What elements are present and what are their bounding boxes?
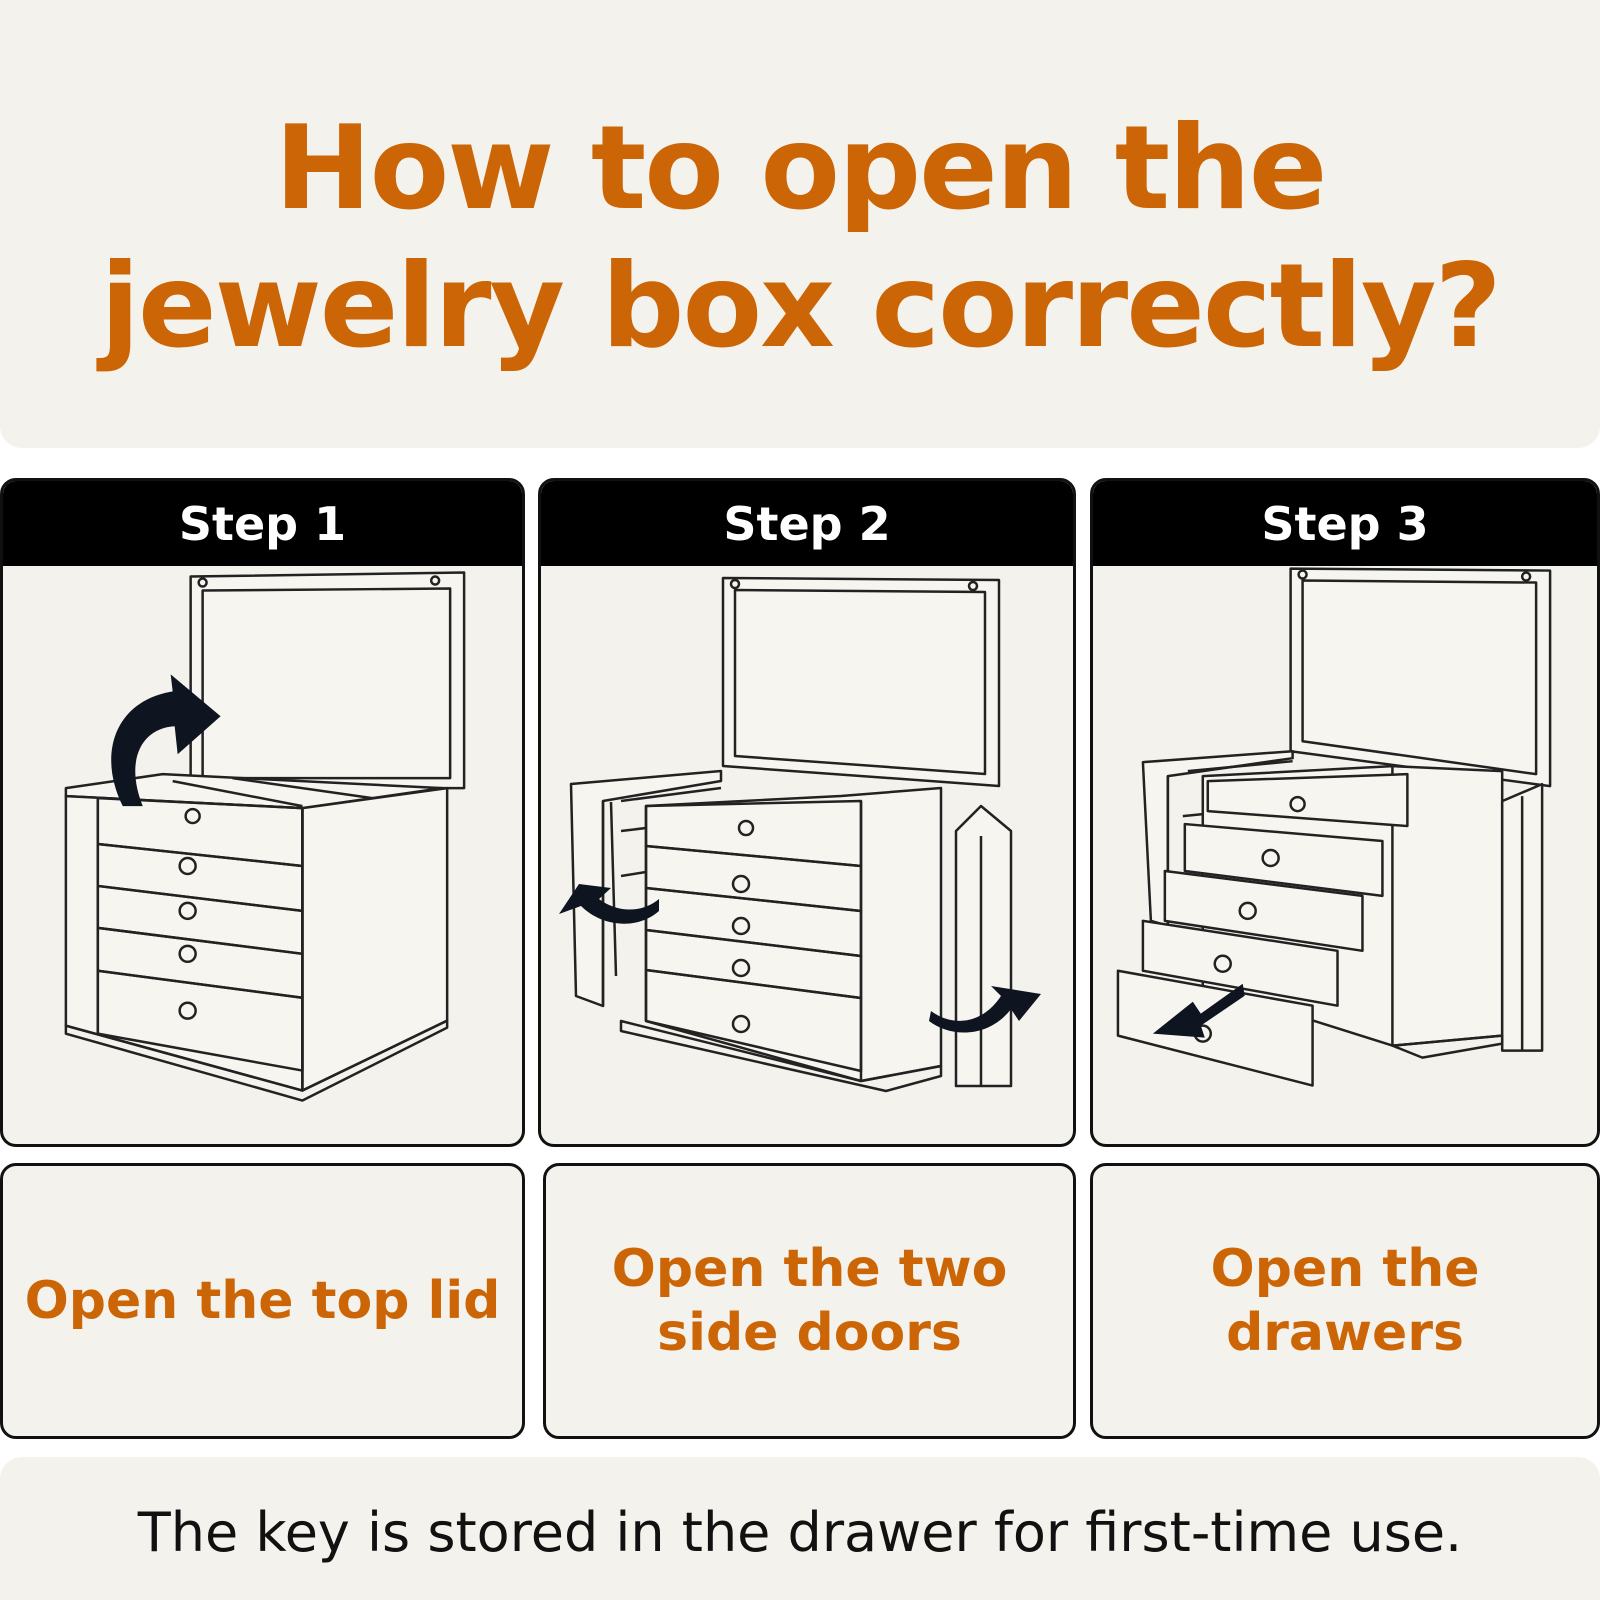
footer-note: The key is stored in the drawer for firs… [137,1501,1463,1564]
side-doors-arrow-icon [559,884,659,924]
step-2-caption-line-2: side doors [657,1303,962,1363]
step-3-caption: Open the drawers [1093,1237,1597,1365]
step-1-caption: Open the top lid [25,1269,501,1333]
step-3-caption-line-1: Open the drawers [1210,1239,1480,1363]
step-2-caption-card: Open the two side doors [543,1163,1076,1439]
step-1-header: Step 1 [3,481,522,566]
jewelry-box-side-doors-icon [559,576,1041,1093]
step-1-caption-card: Open the top lid [0,1163,525,1439]
page-title-line-1: How to open the [274,101,1328,236]
step-2-caption-line-1: Open the two [611,1239,1008,1299]
title-panel: How to open the jewelry box correctly? [0,0,1600,448]
step-3-card: Step 3 [1090,478,1600,1147]
page-title: How to open the jewelry box correctly? [0,100,1600,376]
step-1-caption-line-1: Open the top lid [24,1271,501,1331]
open-lid-arrow-icon [111,674,221,807]
page-title-line-2: jewelry box correctly? [100,239,1502,374]
step-1-card: Step 1 [0,478,525,1147]
jewelry-box-lid-open-icon [64,571,466,1102]
step-3-header: Step 3 [1093,481,1597,566]
step-2-header: Step 2 [541,481,1073,566]
drawer-pull-arrow-icon [1152,983,1245,1038]
step-2-caption: Open the two side doors [612,1237,1008,1365]
step-3-illustration [1093,566,1597,1144]
step-2-illustration [541,566,1073,1144]
step-2-card: Step 2 [538,478,1076,1147]
step-3-caption-card: Open the drawers [1090,1163,1600,1439]
footer-panel: The key is stored in the drawer for firs… [0,1457,1600,1600]
step-1-illustration [3,566,522,1144]
jewelry-box-drawers-icon [1116,567,1552,1087]
